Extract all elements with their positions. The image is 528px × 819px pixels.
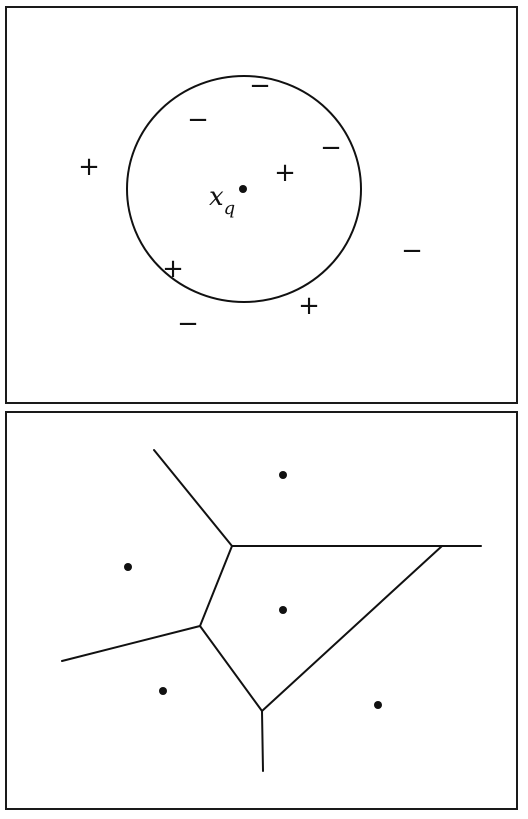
query-label-x: x bbox=[209, 182, 224, 212]
training-point bbox=[374, 701, 382, 709]
neighborhood-diagram: xq + + + + − − − − − bbox=[78, 71, 423, 339]
training-point bbox=[159, 687, 167, 695]
training-point bbox=[279, 606, 287, 614]
training-point bbox=[279, 471, 287, 479]
query-point bbox=[239, 185, 247, 193]
negative-example: − bbox=[249, 71, 271, 101]
voronoi-edge bbox=[261, 545, 443, 712]
voronoi-edge bbox=[61, 625, 201, 662]
positive-example: + bbox=[162, 254, 184, 284]
voronoi-edge bbox=[199, 625, 263, 712]
negative-example: − bbox=[187, 105, 209, 135]
voronoi-panel bbox=[5, 411, 518, 810]
negative-example: − bbox=[401, 236, 423, 266]
positive-example: + bbox=[298, 291, 320, 321]
negative-example: − bbox=[177, 309, 199, 339]
voronoi-diagram bbox=[61, 449, 482, 772]
voronoi-edge bbox=[153, 449, 233, 547]
query-label: xq bbox=[209, 182, 235, 219]
positive-example: + bbox=[274, 158, 296, 188]
voronoi-edge bbox=[261, 710, 264, 772]
positive-example: + bbox=[78, 152, 100, 182]
training-point bbox=[124, 563, 132, 571]
query-label-subscript: q bbox=[224, 198, 236, 219]
neighborhood-circle bbox=[126, 75, 362, 303]
voronoi-edge bbox=[199, 545, 233, 627]
neighborhood-panel: xq + + + + − − − − − bbox=[5, 6, 518, 404]
negative-example: − bbox=[320, 133, 342, 163]
